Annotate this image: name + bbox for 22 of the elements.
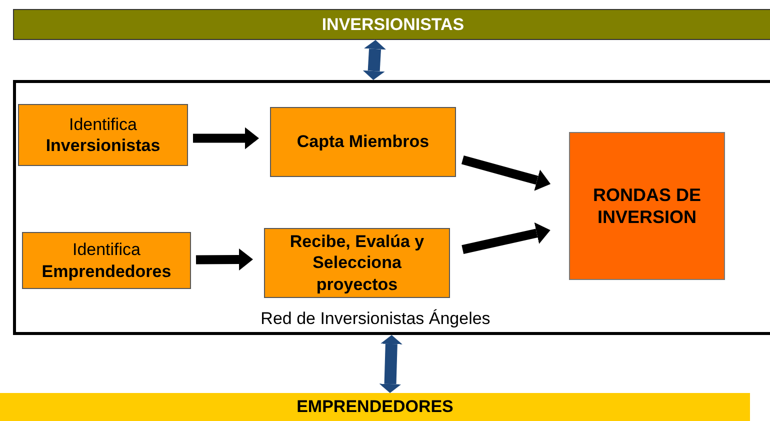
process-box xyxy=(22,232,191,289)
box-label: RONDAS DE INVERSION xyxy=(592,184,702,228)
arrow xyxy=(462,222,550,254)
result-box xyxy=(569,132,725,280)
footer-band xyxy=(0,393,750,421)
process-box xyxy=(264,228,450,298)
double-arrow xyxy=(379,335,402,393)
process-box xyxy=(18,104,188,166)
header-band xyxy=(13,9,770,40)
arrow xyxy=(461,156,551,191)
process-box xyxy=(270,107,456,177)
network-frame xyxy=(13,80,770,335)
box-label: Identifica Inversionistas xyxy=(44,114,162,156)
box-label: Recibe, Evalúa y Selecciona proyectos xyxy=(288,231,426,295)
box-label: Identifica Emprendedores xyxy=(40,239,172,282)
network-caption: Red de Inversionistas Ángeles xyxy=(260,308,492,329)
box-label: Capta Miembros xyxy=(296,131,430,153)
arrow xyxy=(196,248,253,270)
arrow xyxy=(193,127,259,150)
double-arrow xyxy=(362,40,386,80)
box-label: EMPRENDEDORES xyxy=(296,396,454,418)
box-label: INVERSIONISTAS xyxy=(320,14,466,36)
